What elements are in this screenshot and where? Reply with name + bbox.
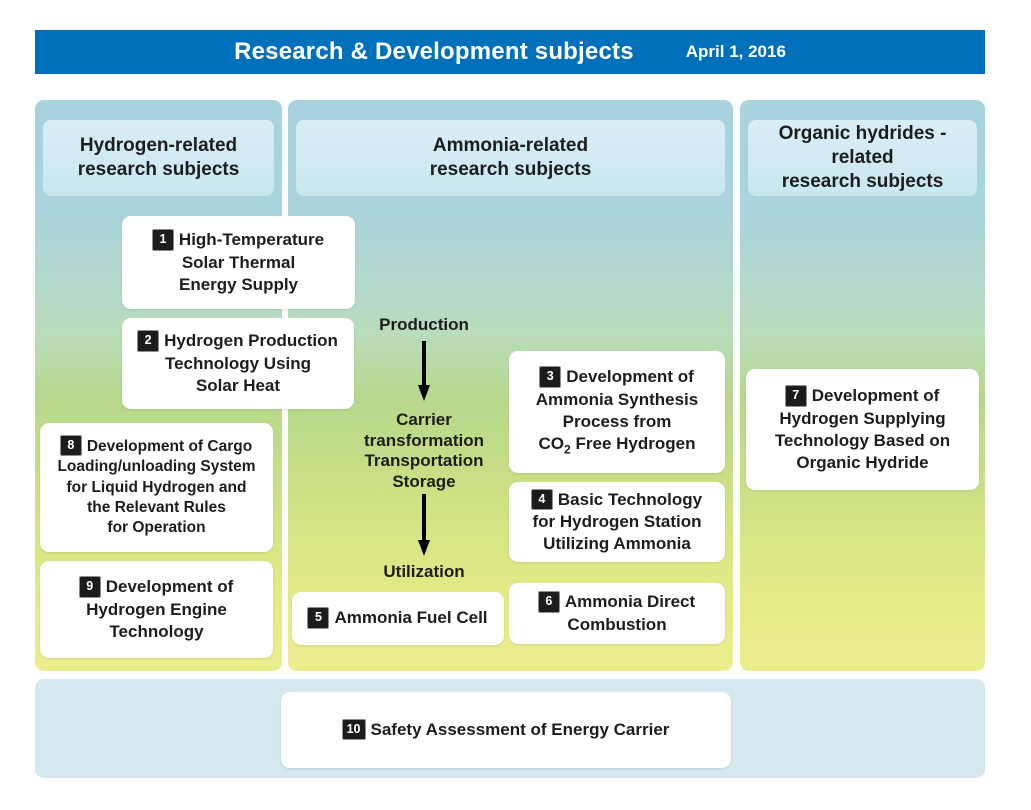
subject-number-badge-10: 10 (342, 719, 365, 740)
column-header-organic: Organic hydrides -related research subje… (748, 120, 977, 196)
title-bar: Research & Development subjects April 1,… (35, 30, 985, 74)
subject-card-9-label: Development of Hydrogen Engine Technolog… (86, 577, 234, 641)
column-header-hydrogen: Hydrogen-related research subjects (43, 120, 274, 196)
subject-number-badge-2: 2 (138, 331, 159, 351)
subject-card-6-label: Ammonia Direct Combustion (564, 592, 696, 634)
column-header-ammonia: Ammonia-related research subjects (296, 120, 725, 196)
subject-number-badge-5: 5 (308, 608, 329, 628)
subject-card-3-label-before: Development of Ammonia Synthesis Process… (535, 367, 699, 453)
column-header-organic-label: Organic hydrides -related research subje… (778, 122, 947, 193)
subject-card-8-label: Development of Cargo Loading/unloading S… (57, 437, 256, 536)
subject-card-10-label: Safety Assessment of Energy Carrier (370, 719, 670, 739)
subject-number-badge-8: 8 (60, 435, 81, 456)
flow-arrow-down-icon (418, 341, 430, 401)
subject-card-5-label: Ammonia Fuel Cell (334, 608, 488, 628)
subject-number-badge-1: 1 (152, 230, 173, 250)
subject-number-badge-7: 7 (785, 386, 806, 406)
flow-label-utilization: Utilization (383, 562, 465, 581)
page-date: April 1, 2016 (685, 42, 786, 61)
flow-label-production: Production (379, 315, 469, 334)
subject-card-3-subscript: 2 (563, 442, 571, 457)
subject-card-7-label: Development of Hydrogen Supplying Techno… (774, 386, 951, 472)
column-header-ammonia-label: Ammonia-related research subjects (429, 134, 592, 180)
column-header-hydrogen-label: Hydrogen-related research subjects (77, 134, 240, 180)
flow-arrow-down-icon-2 (418, 494, 430, 556)
subject-number-badge-9: 9 (79, 577, 100, 597)
flow-label-carrier-transformation: Carrier transformation Transportation St… (364, 410, 484, 492)
subject-card-3-label-after: Free Hydrogen (570, 433, 696, 453)
subject-number-badge-6: 6 (538, 592, 559, 612)
subject-card-4-label: Basic Technology for Hydrogen Station Ut… (532, 489, 703, 554)
subject-number-badge-3: 3 (540, 367, 561, 387)
subject-card-2-label: Hydrogen Production Technology Using Sol… (164, 331, 338, 395)
subject-number-badge-4: 4 (531, 489, 552, 510)
page-title: Research & Development subjects (234, 38, 634, 65)
subject-card-1-label: High-Temperature Solar Thermal Energy Su… (178, 230, 325, 294)
